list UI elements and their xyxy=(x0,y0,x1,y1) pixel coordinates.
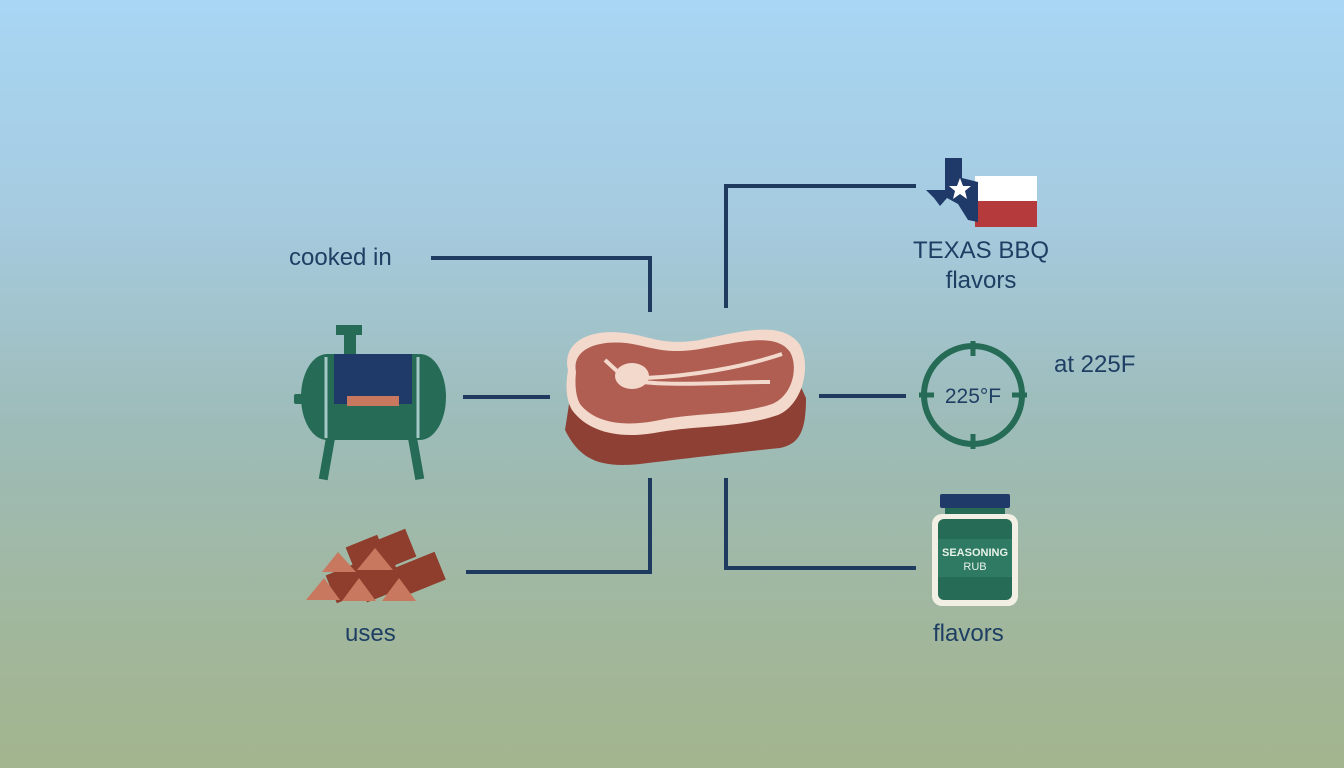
connector-cooked-in xyxy=(431,256,652,312)
connector-wood xyxy=(466,478,652,574)
smoker-icon xyxy=(294,325,446,481)
label-cooked-in: cooked in xyxy=(289,244,392,271)
connector-texas xyxy=(724,184,916,308)
texas-flag-map-icon xyxy=(926,158,1037,227)
connectors xyxy=(431,184,916,574)
label-texas-line1: TEXAS BBQ xyxy=(912,237,1050,264)
thermometer-dial-icon: 225°F xyxy=(919,341,1027,449)
label-flavors: flavors xyxy=(933,620,1004,647)
seasoning-jar-icon: SEASONING RUB xyxy=(932,494,1018,606)
jar-label-line2: RUB xyxy=(963,561,986,573)
label-texas-bbq: TEXAS BBQ flavors xyxy=(906,236,1056,296)
connector-seasoning xyxy=(724,478,916,570)
label-at-temp: at 225F xyxy=(1054,351,1136,378)
steak-icon xyxy=(565,329,806,465)
label-texas-line2: flavors xyxy=(945,267,1017,294)
label-uses: uses xyxy=(345,620,396,647)
wood-logs-icon xyxy=(306,528,446,604)
dial-text: 225°F xyxy=(945,385,1001,408)
jar-label-line1: SEASONING xyxy=(942,547,1008,559)
